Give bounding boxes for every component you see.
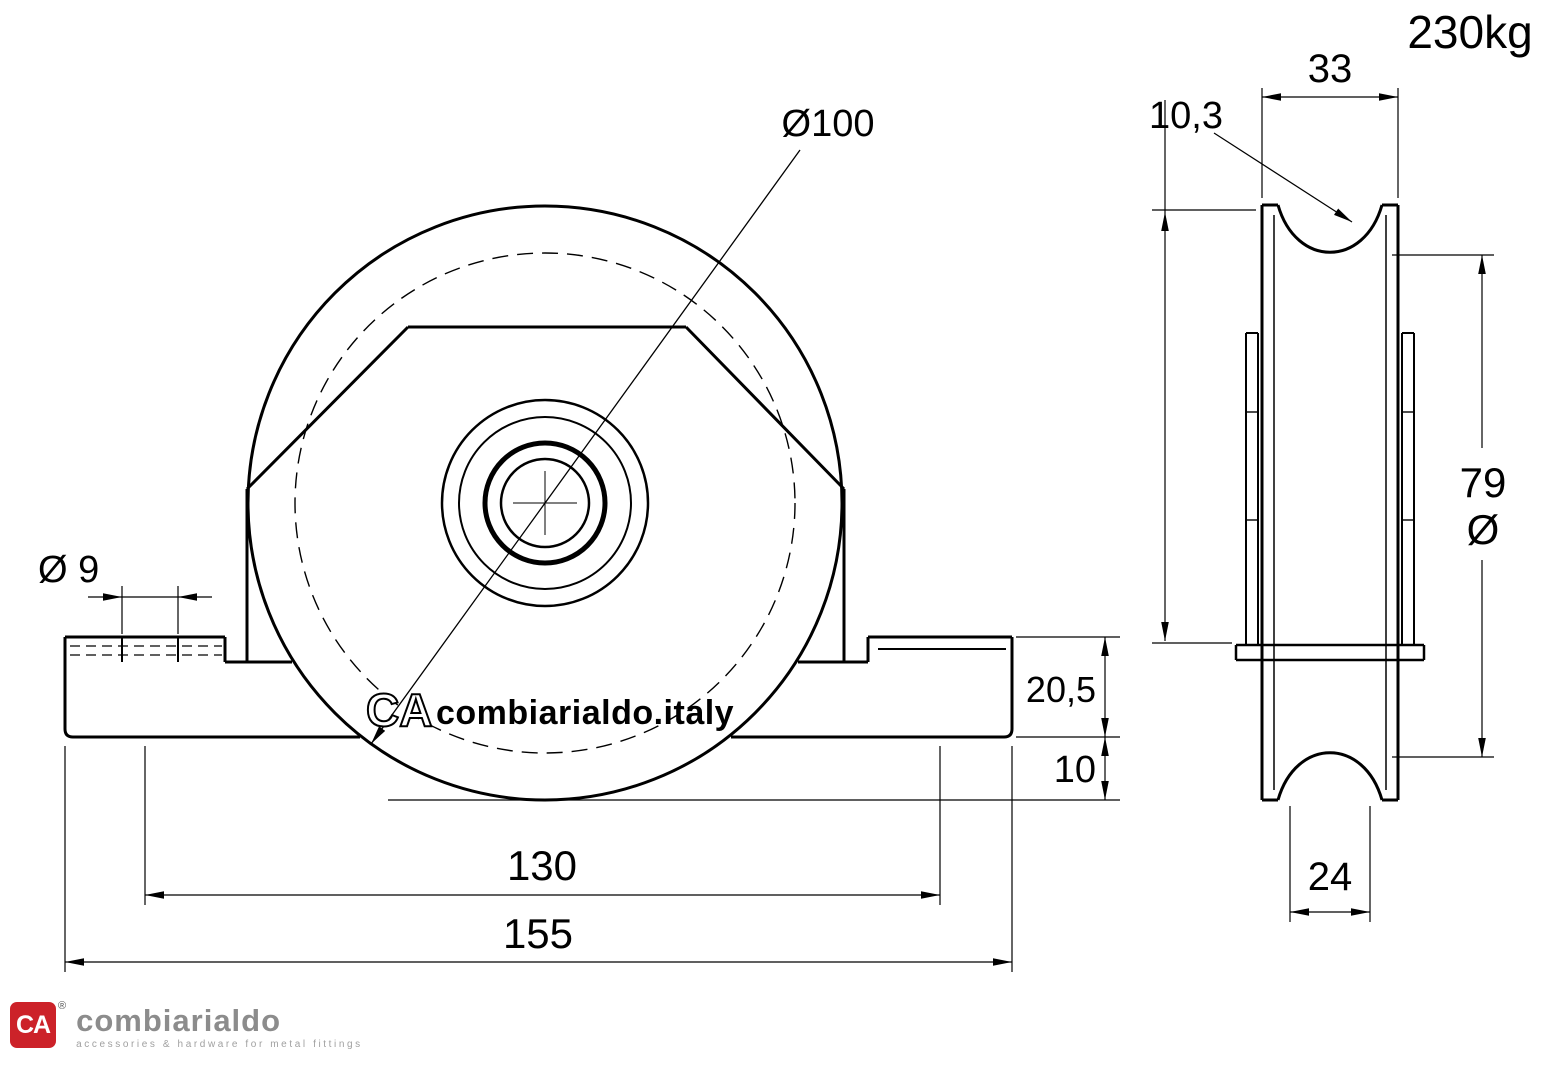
watermark: CA combiarialdo.italy [365, 683, 734, 737]
watermark-text: combiarialdo.italy [436, 694, 734, 732]
brand-monogram-icon: CA [10, 1002, 56, 1048]
dim-hole-diameter: Ø 9 [38, 549, 99, 591]
top-groove-arc [1276, 204, 1384, 254]
side-view [1152, 88, 1494, 922]
side-plate-section [1234, 643, 1426, 662]
dim-plate-height-lines [388, 636, 1120, 801]
side-wheel-profile [1260, 203, 1400, 802]
groove-pitch-circle [294, 252, 796, 754]
front-plate [63, 635, 1014, 739]
registered-mark: ® [58, 1000, 67, 1012]
capacity-label: 230kg [1407, 6, 1532, 58]
dim-outer-diameter-symbol: Ø [1467, 506, 1500, 553]
dim-overall-width-lines [1261, 88, 1399, 198]
brand-tagline: accessories & hardware for metal fitting… [76, 1039, 363, 1050]
dim-hole-spacing: 130 [507, 842, 577, 889]
dim-groove-diameter-leader [370, 149, 801, 745]
watermark-ca-mark: CA [366, 684, 432, 736]
dim-outer-diameter-value: 79 [1460, 459, 1507, 506]
dim-plate-length: 155 [503, 910, 573, 957]
front-view [63, 149, 1120, 972]
dim-side-left-lines [1152, 100, 1256, 644]
dim-groove-radius-leader [1213, 132, 1353, 223]
dim-groove-radius: 10,3 [1149, 95, 1223, 137]
dim-hub-width-lines [1289, 806, 1371, 922]
dim-plate-length-lines [64, 746, 1013, 972]
brand-name: combiarialdo [76, 1003, 282, 1038]
footer-logo: CA ® combiarialdo accessories & hardware… [10, 1000, 363, 1050]
bottom-groove-arc [1276, 751, 1384, 801]
dim-hole-spacing-lines [144, 746, 941, 905]
front-bracket [245, 325, 846, 662]
dim-hole-diameter-lines [88, 586, 212, 634]
dim-wheel-protrusion: 10 [1054, 749, 1096, 791]
side-bracket [1245, 332, 1415, 645]
dim-hub-width: 24 [1308, 855, 1353, 899]
dim-groove-diameter: Ø100 [782, 103, 875, 145]
dim-outer-diameter-lines [1392, 254, 1494, 758]
dim-plate-height: 20,5 [1026, 669, 1096, 710]
dim-overall-width: 33 [1308, 47, 1353, 91]
